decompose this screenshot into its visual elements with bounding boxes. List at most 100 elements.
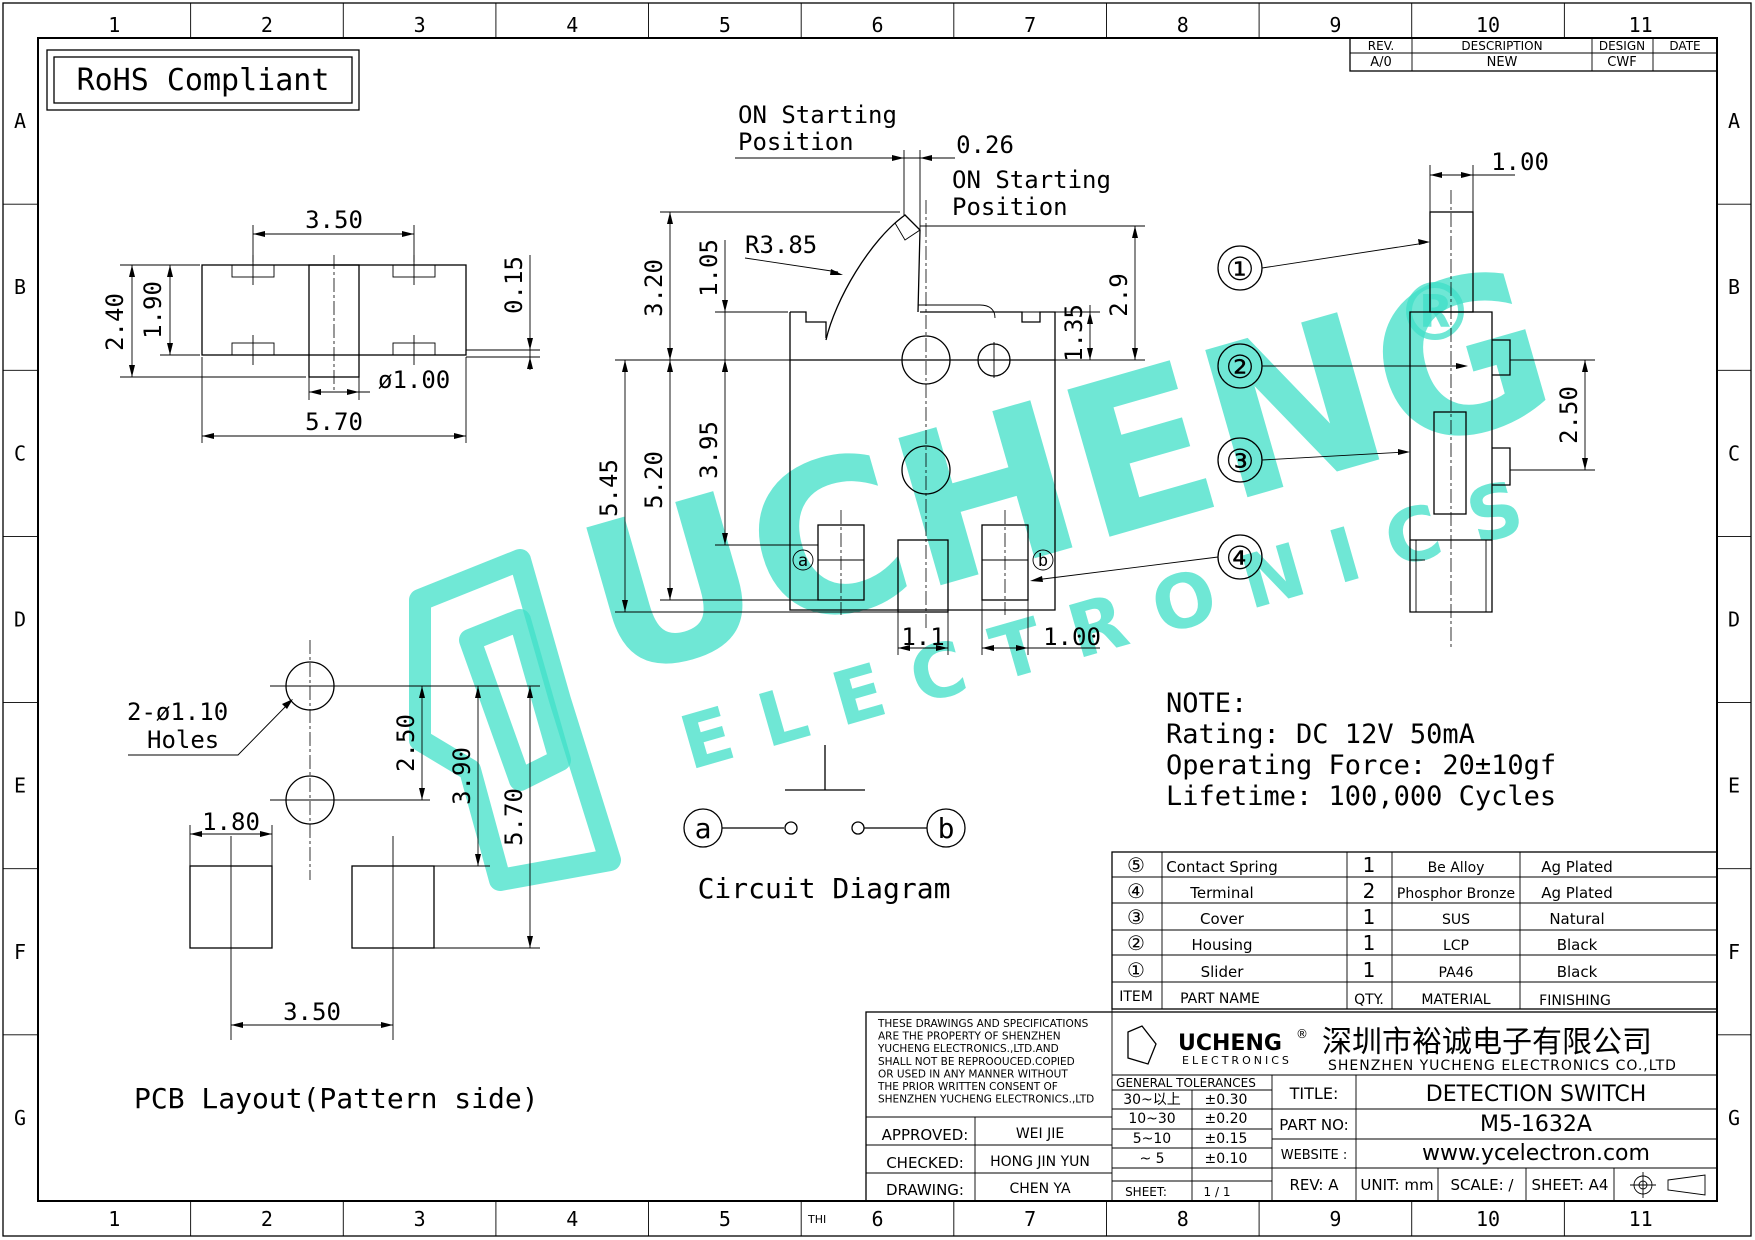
grid-col-bottom: 11	[1629, 1207, 1653, 1231]
circuit-caption: Circuit Diagram	[698, 872, 951, 905]
grid-row-left: B	[14, 275, 26, 299]
bom-header-finish: FINISHING	[1539, 993, 1611, 1009]
date-header: DATE	[1669, 39, 1700, 53]
approved-label: APPROVED:	[882, 1126, 969, 1144]
grid-lines	[3, 3, 1751, 1236]
bom-item: ②	[1127, 931, 1145, 955]
grid-row-left: G	[14, 1106, 26, 1130]
description-value: NEW	[1487, 55, 1518, 70]
dim-top-2-40: 2.40	[101, 293, 129, 351]
circuit-a-label: a	[695, 812, 712, 845]
rev-field: REV: A	[1289, 1176, 1339, 1194]
dim-top-3-50: 3.50	[305, 206, 363, 234]
notice-line: YUCHENG ELECTRONICS.,LTD.AND	[877, 1043, 1059, 1055]
rohs-label: RoHS Compliant	[77, 63, 330, 98]
bom-header-material: MATERIAL	[1421, 992, 1490, 1008]
bom-qty: 2	[1363, 879, 1376, 903]
notice-line: THE PRIOR WRITTEN CONSENT OF	[877, 1081, 1058, 1093]
bom-material: SUS	[1442, 912, 1470, 928]
dim-side-1-00: 1.00	[1491, 148, 1549, 176]
grid-row-left: D	[14, 608, 26, 632]
website-value: www.ycelectron.com	[1422, 1141, 1650, 1166]
projection-symbol-icon	[1630, 1172, 1706, 1198]
grid-row-right: D	[1728, 608, 1740, 632]
grid-col-bottom: 4	[566, 1207, 578, 1231]
grid-col-bottom: 10	[1476, 1207, 1500, 1231]
revision-table: REV. DESCRIPTION DESIGN DATE A/0 NEW CWF	[1349, 37, 1718, 72]
dim-2-9: 2.9	[1105, 273, 1133, 316]
bom-item: ⑤	[1127, 853, 1145, 877]
pcb-dim-3-90: 3.90	[448, 747, 476, 805]
dim-1-35: 1.35	[1060, 304, 1088, 362]
tolerance-value: ±0.30	[1205, 1092, 1248, 1108]
bom-header-qty: QTY.	[1354, 992, 1384, 1008]
pcb-holes-line2: Holes	[147, 726, 219, 754]
terminal-a-label: a	[798, 551, 808, 571]
logo-sub: ELECTRONICS	[1182, 1054, 1292, 1067]
grid-row-left: F	[14, 940, 26, 964]
partno-label: PART NO:	[1279, 1116, 1348, 1134]
grid-row-right: G	[1728, 1106, 1740, 1130]
grid-row-right: F	[1728, 940, 1740, 964]
bom-material: Phosphor Bronze	[1397, 886, 1515, 902]
note-lifetime: Lifetime: 100,000 Cycles	[1166, 781, 1556, 812]
sheet-value: 1 / 1	[1204, 1185, 1231, 1199]
grid-col-top: 6	[871, 13, 883, 37]
callout-3: ③	[1226, 442, 1255, 480]
rev-value: A/0	[1370, 55, 1392, 70]
company-en: SHENZHEN YUCHENG ELECTRONICS CO.,LTD	[1328, 1058, 1677, 1074]
dim-5-45: 5.45	[595, 459, 623, 517]
grid-col-bottom: 3	[414, 1207, 426, 1231]
tolerance-range: 30~以上	[1123, 1092, 1181, 1108]
title-label: TITLE:	[1289, 1084, 1339, 1103]
logo-main: UCHENG	[1178, 1031, 1282, 1056]
dim-3-95: 3.95	[695, 421, 723, 479]
dim-side-2-50: 2.50	[1555, 386, 1583, 444]
note-force: Operating Force: 20±10gf	[1166, 750, 1556, 781]
on-start-2-line1: ON Starting	[952, 166, 1111, 194]
website-label: WEBSITE :	[1281, 1148, 1348, 1163]
sheet-size-field: SHEET: A4	[1532, 1176, 1609, 1194]
bom-material: Be Alloy	[1428, 860, 1485, 876]
grid-row-right: E	[1728, 774, 1740, 798]
grid-col-top: 9	[1329, 13, 1341, 37]
pcb-holes-line1: 2-ø1.10	[127, 698, 228, 726]
grid-row-right: B	[1728, 275, 1740, 299]
tolerance-value: ±0.15	[1205, 1131, 1248, 1147]
design-header: DESIGN	[1599, 39, 1645, 53]
bom-material: LCP	[1443, 938, 1469, 954]
bom-item: ①	[1127, 958, 1145, 982]
grid-col-top: 10	[1476, 13, 1500, 37]
grid-col-bottom: 6	[871, 1207, 883, 1231]
bom-finish: Ag Plated	[1541, 884, 1613, 902]
grid-col-top: 8	[1177, 13, 1189, 37]
dim-3-20: 3.20	[640, 259, 668, 317]
checked-label: CHECKED:	[886, 1154, 964, 1172]
company-cn: 深圳市裕诚电子有限公司	[1322, 1025, 1652, 1060]
callout-2: ②	[1226, 348, 1255, 386]
pcb-layout: 2-ø1.10 Holes 2.50 3.90 5.70 1.80 3.50 P…	[127, 640, 540, 1115]
dim-5-20: 5.20	[640, 451, 668, 509]
on-start-1-line1: ON Starting	[738, 101, 897, 129]
bom-part-name: Slider	[1201, 963, 1245, 981]
rev-header: REV.	[1368, 39, 1394, 53]
notice-line: SHENZHEN YUCHENG ELECTRONICS.,LTD	[878, 1094, 1094, 1106]
pcb-dim-3-50: 3.50	[283, 998, 341, 1026]
tolerance-title: GENERAL TOLERANCES	[1116, 1076, 1256, 1090]
design-value: CWF	[1607, 55, 1636, 70]
grid-row-right: C	[1728, 441, 1740, 465]
thi-mark: THI	[807, 1213, 826, 1226]
drawing-label: DRAWING:	[886, 1181, 964, 1199]
bom-header-item: ITEM	[1119, 989, 1153, 1005]
front-view: a b ON Starting Position ON Starting Pos…	[595, 101, 1145, 655]
bom-finish: Natural	[1549, 910, 1604, 928]
grid-col-top: 7	[1024, 13, 1036, 37]
tolerance-value: ±0.20	[1205, 1111, 1248, 1127]
pcb-caption: PCB Layout(Pattern side)	[134, 1082, 539, 1115]
rohs-box	[46, 49, 360, 111]
grid-col-bottom: 1	[108, 1207, 120, 1231]
